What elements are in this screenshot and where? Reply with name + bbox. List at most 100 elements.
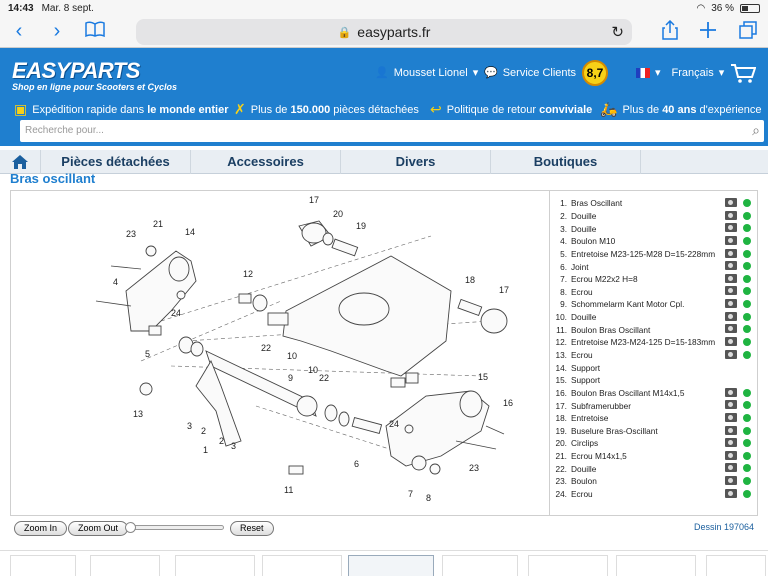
- callout-label[interactable]: 10: [287, 351, 297, 361]
- part-name[interactable]: Douille: [571, 210, 597, 221]
- callout-label[interactable]: 23: [126, 229, 136, 239]
- callout-label[interactable]: 16: [503, 398, 513, 408]
- part-row[interactable]: 5.Entretoise M23-125-M28 D=15-228mm: [550, 248, 757, 261]
- part-row[interactable]: 1.Bras Oscillant: [550, 197, 757, 210]
- part-name[interactable]: Entretoise: [571, 413, 609, 424]
- part-row[interactable]: 23.Boulon: [550, 475, 757, 488]
- part-name[interactable]: Boulon M10: [571, 236, 616, 247]
- part-row[interactable]: 18.Entretoise: [550, 412, 757, 425]
- part-name[interactable]: Ecrou M22x2 H=8: [571, 274, 638, 285]
- part-name[interactable]: Douille: [571, 312, 597, 323]
- reload-icon[interactable]: ↻: [611, 24, 624, 41]
- zoom-out-button[interactable]: Zoom Out: [68, 521, 129, 536]
- camera-icon[interactable]: [725, 198, 737, 207]
- part-row[interactable]: 4.Boulon M10: [550, 235, 757, 248]
- part-name[interactable]: Ecrou: [571, 286, 593, 297]
- menu-item-boutiques[interactable]: Boutiques: [490, 150, 640, 174]
- callout-label[interactable]: 12: [243, 269, 253, 279]
- thumbnail[interactable]: [90, 555, 160, 576]
- part-row[interactable]: 17.Subframerubber: [550, 399, 757, 412]
- callout-label[interactable]: 24: [389, 419, 399, 429]
- part-name[interactable]: Boulon Bras Oscillant: [571, 324, 651, 335]
- site-logo[interactable]: EASYPARTS Shop en ligne pour Scooters et…: [12, 58, 177, 92]
- camera-icon[interactable]: [725, 450, 737, 460]
- callout-label[interactable]: 22: [261, 343, 271, 353]
- callout-label[interactable]: 7: [408, 489, 413, 499]
- camera-icon[interactable]: [725, 311, 737, 321]
- callout-label[interactable]: 10: [308, 365, 318, 375]
- part-row[interactable]: 19.Buselure Bras-Oscillant: [550, 425, 757, 438]
- callout-label[interactable]: 3: [231, 441, 236, 451]
- callout-label[interactable]: 6: [354, 459, 359, 469]
- callout-label[interactable]: 19: [356, 221, 366, 231]
- camera-icon[interactable]: [725, 235, 737, 245]
- camera-icon[interactable]: [725, 400, 737, 410]
- home-icon[interactable]: [0, 150, 40, 173]
- part-name[interactable]: Ecrou: [571, 350, 593, 360]
- callout-label[interactable]: 23: [469, 463, 479, 473]
- thumbnail[interactable]: [442, 555, 518, 576]
- part-row[interactable]: 14.Support: [550, 361, 757, 374]
- part-name[interactable]: Boulon Bras Oscillant M14x1,5: [571, 387, 685, 398]
- language-selector[interactable]: ▾ Français ▾: [636, 66, 724, 79]
- callout-label[interactable]: 20: [333, 209, 343, 219]
- part-name[interactable]: Ecrou M14x1,5: [571, 451, 627, 462]
- thumbnail[interactable]: [175, 555, 255, 576]
- thumbnail[interactable]: [10, 555, 76, 576]
- zoom-in-button[interactable]: Zoom In: [14, 521, 68, 536]
- callout-label[interactable]: 14: [185, 227, 195, 237]
- part-name[interactable]: Subframerubber: [571, 400, 631, 411]
- callout-label[interactable]: 9: [288, 373, 293, 383]
- camera-icon[interactable]: [725, 438, 737, 448]
- menu-item-divers[interactable]: Divers: [340, 150, 490, 174]
- camera-icon[interactable]: [725, 248, 737, 258]
- customer-service-link[interactable]: 💬 Service Clients: [484, 66, 576, 80]
- callout-label[interactable]: 17: [309, 195, 319, 205]
- part-row[interactable]: 15.Support: [550, 374, 757, 387]
- callout-label[interactable]: 22: [319, 373, 329, 383]
- thumbnail[interactable]: [262, 555, 342, 576]
- callout-label[interactable]: 2: [219, 436, 224, 446]
- share-icon[interactable]: [662, 19, 678, 45]
- camera-icon[interactable]: [725, 223, 737, 233]
- part-name[interactable]: Schommelarm Kant Motor Cpl.: [571, 299, 685, 310]
- part-name[interactable]: Buselure Bras-Oscillant: [571, 425, 658, 436]
- camera-icon[interactable]: [725, 387, 737, 397]
- part-name[interactable]: Circlips: [571, 438, 599, 449]
- part-row[interactable]: 6.Joint: [550, 260, 757, 273]
- camera-icon[interactable]: [725, 286, 737, 296]
- search-input[interactable]: Recherche pour... ⌕: [20, 120, 764, 142]
- thumbnail[interactable]: [616, 555, 696, 576]
- part-row[interactable]: 16.Boulon Bras Oscillant M14x1,5: [550, 387, 757, 400]
- thumbnail[interactable]: [706, 555, 766, 576]
- part-row[interactable]: 10.Douille: [550, 311, 757, 324]
- part-name[interactable]: Support: [571, 375, 601, 386]
- part-name[interactable]: Joint: [571, 261, 589, 272]
- callout-label[interactable]: 3: [187, 421, 192, 431]
- part-name[interactable]: Support: [571, 362, 601, 373]
- camera-icon[interactable]: [725, 337, 737, 347]
- part-name[interactable]: Douille: [571, 223, 597, 234]
- part-name[interactable]: Douille: [571, 463, 597, 474]
- part-name[interactable]: Boulon: [571, 476, 597, 487]
- callout-label[interactable]: 15: [478, 372, 488, 382]
- new-tab-icon[interactable]: [698, 20, 718, 45]
- camera-icon[interactable]: [725, 324, 737, 334]
- menu-item-accessoires[interactable]: Accessoires: [190, 150, 340, 174]
- part-row[interactable]: 12.Entretoise M23-M24-125 D=15-183mm: [550, 336, 757, 349]
- callout-label[interactable]: 8: [426, 493, 431, 503]
- camera-icon[interactable]: [725, 463, 737, 473]
- rating-badge[interactable]: 8,7: [582, 60, 608, 86]
- zoom-slider-knob[interactable]: [125, 522, 136, 533]
- camera-icon[interactable]: [725, 425, 737, 435]
- part-row[interactable]: 2.Douille: [550, 210, 757, 223]
- back-icon[interactable]: ‹: [15, 20, 23, 42]
- part-name[interactable]: Ecrou: [571, 489, 593, 500]
- camera-icon[interactable]: [725, 299, 737, 309]
- thumbnail-selected[interactable]: [348, 555, 434, 576]
- part-row[interactable]: 21.Ecrou M14x1,5: [550, 450, 757, 463]
- camera-icon[interactable]: [725, 476, 737, 486]
- part-row[interactable]: 8.Ecrou: [550, 285, 757, 298]
- part-row[interactable]: 9.Schommelarm Kant Motor Cpl.: [550, 298, 757, 311]
